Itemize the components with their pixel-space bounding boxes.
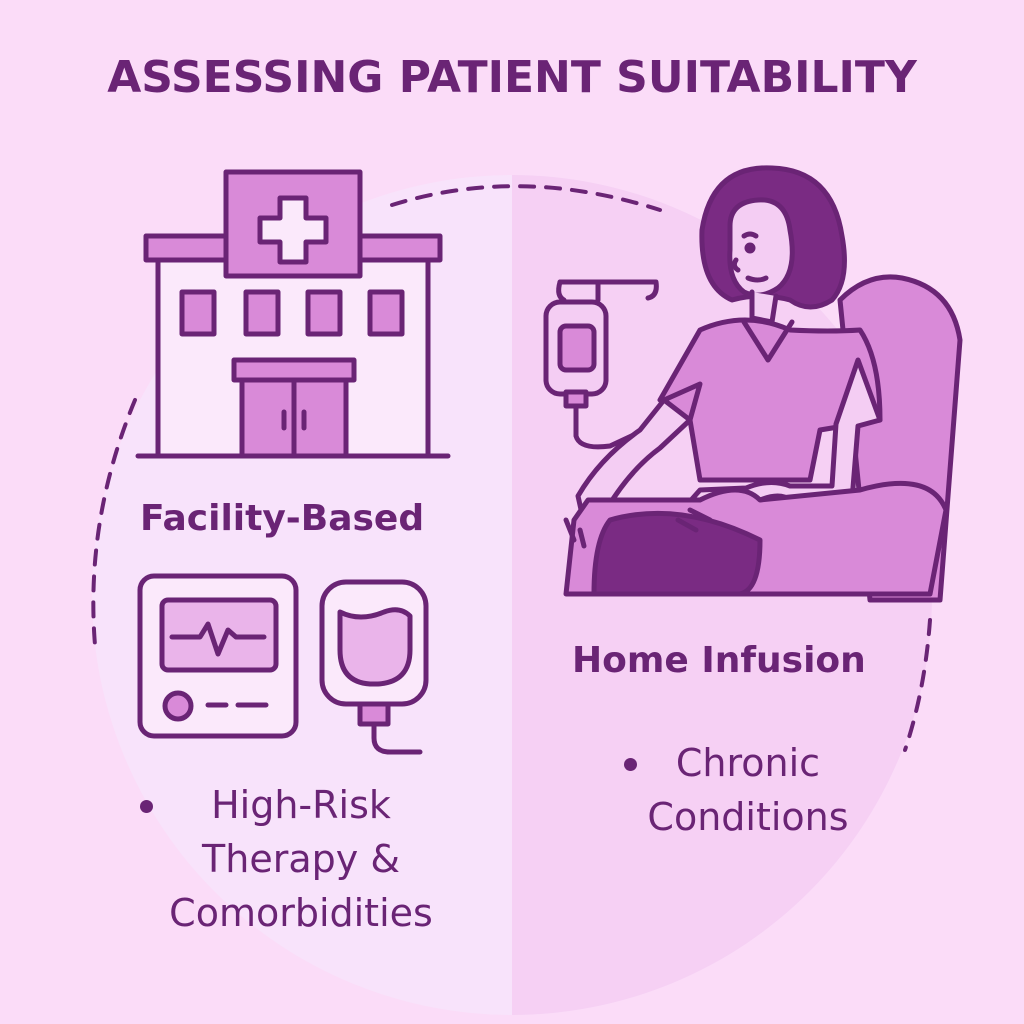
bullet-line: Chronic	[675, 741, 821, 785]
facility-based-heading: Facility-Based	[140, 498, 425, 539]
bullet-dot	[624, 758, 637, 771]
patient-monitor-icon	[137, 573, 299, 739]
iv-bag-icon	[319, 579, 429, 755]
bullet-line: Conditions	[647, 795, 849, 839]
home-infusion-heading: Home Infusion	[572, 640, 866, 681]
dashed-arc-right	[903, 618, 932, 752]
hospital-icon	[135, 169, 451, 459]
bullet-line: Comorbidities	[169, 891, 433, 935]
facility-based-bullet: High-Risk Therapy & Comorbidities	[136, 778, 466, 940]
dashed-arc-top	[390, 184, 662, 212]
patient-in-recliner-icon	[543, 165, 963, 603]
bullet-line: High-Risk	[211, 783, 391, 827]
bullet-dot	[140, 800, 153, 813]
bullet-line: Therapy &	[202, 837, 400, 881]
page-title: ASSESSING PATIENT SUITABILITY	[107, 52, 917, 103]
dashed-arc-left	[91, 398, 137, 647]
home-infusion-bullet: Chronic Conditions	[618, 736, 878, 844]
